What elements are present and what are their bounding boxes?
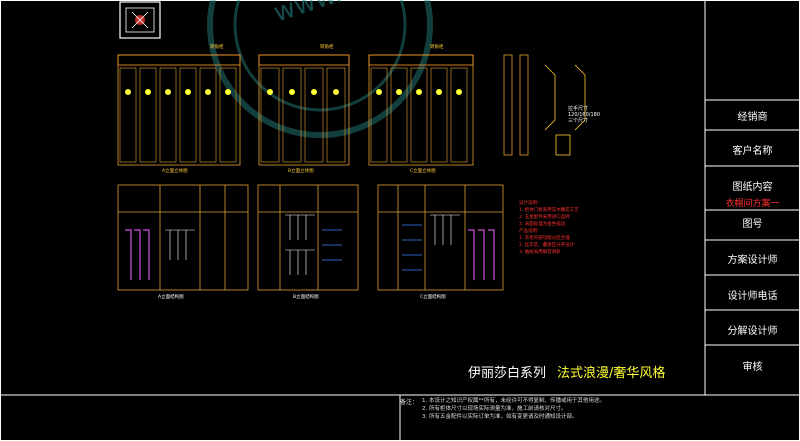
door-panel — [410, 67, 428, 163]
elevation-a-wardrobe — [117, 54, 241, 166]
door-panel — [179, 67, 197, 163]
door-ornament — [145, 89, 151, 95]
door-panel — [159, 67, 177, 163]
note-line: 3. 所有五金配件以实际订单为准，如有变更请及时通知设计部。 — [422, 414, 578, 420]
door-ornament — [267, 89, 273, 95]
watermark-logo — [207, 0, 433, 138]
tb-scheme: 衣帽间方案一 — [725, 199, 780, 209]
door-panel — [304, 67, 324, 163]
shoe-shelves — [322, 224, 422, 271]
door-ornament — [456, 89, 462, 95]
elevation-c-wardrobe — [368, 54, 474, 166]
notes-block: 备注： 1. 本设计之知识产权属**所有，未经许可不得复制、传播或用于其他用途。… — [400, 395, 800, 441]
door-panel — [430, 67, 448, 163]
tb-review: 审核 — [742, 362, 763, 373]
series-name: 伊丽莎白系列 — [468, 366, 547, 381]
corner-label-b: 转角柜 — [320, 45, 334, 50]
door-panel — [390, 67, 408, 163]
door-ornament — [185, 89, 191, 95]
door-ornament — [396, 89, 402, 95]
note-line: 1. 本设计之知识产权属**所有，未经许可不得复制、传播或用于其他用途。 — [422, 398, 605, 404]
elevation-b-wardrobe — [258, 54, 350, 166]
bottom-label-c: C立面结构图 — [420, 295, 446, 300]
top-label-c: C立面立体图 — [410, 169, 436, 174]
hanging-clothes — [125, 229, 495, 280]
tb-designer-phone: 设计师电话 — [727, 291, 778, 302]
door-ornament — [376, 89, 382, 95]
ornament-icon — [119, 1, 161, 39]
tb-detailer: 分解设计师 — [727, 326, 778, 337]
door-panel — [260, 67, 280, 163]
top-label-b: B立面立体图 — [288, 169, 314, 174]
corner-label-a: 转角柜 — [210, 45, 224, 50]
tb-customer: 客户名称 — [732, 146, 773, 157]
tb-designer: 方案设计师 — [727, 255, 778, 266]
door-ornament — [289, 89, 295, 95]
bottom-label-a: A立面结构图 — [158, 295, 184, 300]
handle-detail — [503, 54, 586, 156]
door-panel — [199, 67, 217, 163]
hanging-clothes-white — [165, 214, 460, 275]
title-block-lines — [705, 99, 800, 346]
series-style: 法式浪漫/奢华风格 — [557, 366, 666, 381]
door-ornament — [165, 89, 171, 95]
tb-content: 图纸内容 — [732, 182, 773, 193]
door-panel — [119, 67, 137, 163]
door-ornament — [416, 89, 422, 95]
corner-label-c: 转角柜 — [430, 45, 444, 50]
door-panel — [370, 67, 388, 163]
design-notes: 设计说明： 1. 柜体门板采用实木雕花工艺 2. 五金配件采用进口品牌 3. 表… — [519, 201, 579, 255]
structure-a — [117, 184, 249, 291]
door-ornament — [125, 89, 131, 95]
door-panel — [282, 67, 302, 163]
door-panel — [219, 67, 237, 163]
top-label-a: A立面立体图 — [162, 169, 188, 174]
door-ornament — [311, 89, 317, 95]
door-panels — [119, 67, 468, 163]
structure-c — [377, 184, 504, 291]
door-panel — [139, 67, 157, 163]
tb-drawing-no: 图号 — [742, 219, 763, 230]
door-ornament — [205, 89, 211, 95]
structure-b — [257, 184, 359, 291]
notes-heading: 备注： — [400, 399, 419, 406]
door-panel — [326, 67, 346, 163]
door-ornament — [436, 89, 442, 95]
door-ornament — [333, 89, 339, 95]
door-ornament — [225, 89, 231, 95]
handle-size-label: 拉手尺寸 120/160/180 三个尺寸 — [568, 106, 600, 124]
door-panel — [450, 67, 468, 163]
bottom-label-b: B立面结构图 — [293, 295, 319, 300]
tb-dealer: 经销商 — [737, 112, 768, 123]
note-line: 2. 所有柜体尺寸以现场实际测量为准，施工前请核对尺寸。 — [422, 406, 567, 412]
